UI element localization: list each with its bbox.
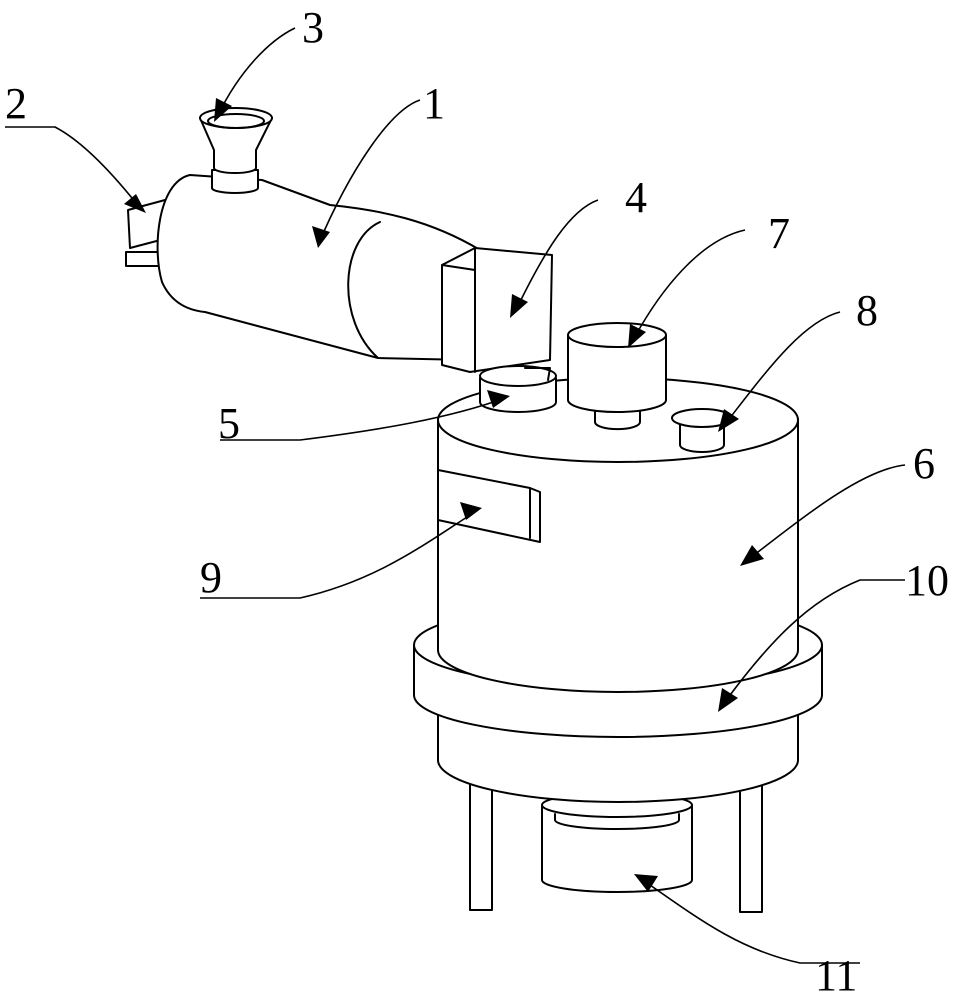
drum-rear-bracket	[125, 251, 161, 267]
leader-11	[639, 877, 860, 964]
cap-8	[671, 408, 733, 453]
leader-5	[220, 397, 506, 441]
label-2: 2	[5, 79, 27, 128]
leader-9	[200, 511, 476, 599]
label-11: 11	[815, 951, 857, 1000]
label-5: 5	[218, 399, 240, 448]
label-7: 7	[768, 209, 790, 258]
leader-8	[721, 311, 841, 429]
leader-2	[5, 126, 141, 209]
bottom-motor-11	[541, 792, 693, 893]
label-3: 3	[302, 3, 324, 52]
hopper-3	[199, 107, 273, 194]
label-8: 8	[856, 286, 878, 335]
label-9: 9	[200, 553, 222, 602]
leader-3	[217, 27, 296, 116]
connector-5	[479, 365, 557, 413]
label-1: 1	[423, 79, 445, 128]
leader-4	[514, 199, 599, 313]
side-box-9	[437, 469, 541, 543]
leader-1	[317, 99, 421, 246]
drum-1	[125, 174, 481, 361]
leader-6	[744, 464, 906, 563]
leader-10	[721, 579, 905, 707]
leader-7	[631, 229, 746, 343]
label-6: 6	[913, 439, 935, 488]
leader-lines	[5, 27, 906, 964]
reference-numerals: 1 2 3 4 5 6 7 8 9 10 11	[5, 3, 949, 1000]
top-motor-7	[567, 322, 667, 431]
label-4: 4	[625, 173, 647, 222]
box-4	[441, 247, 553, 373]
label-10: 10	[905, 556, 949, 605]
